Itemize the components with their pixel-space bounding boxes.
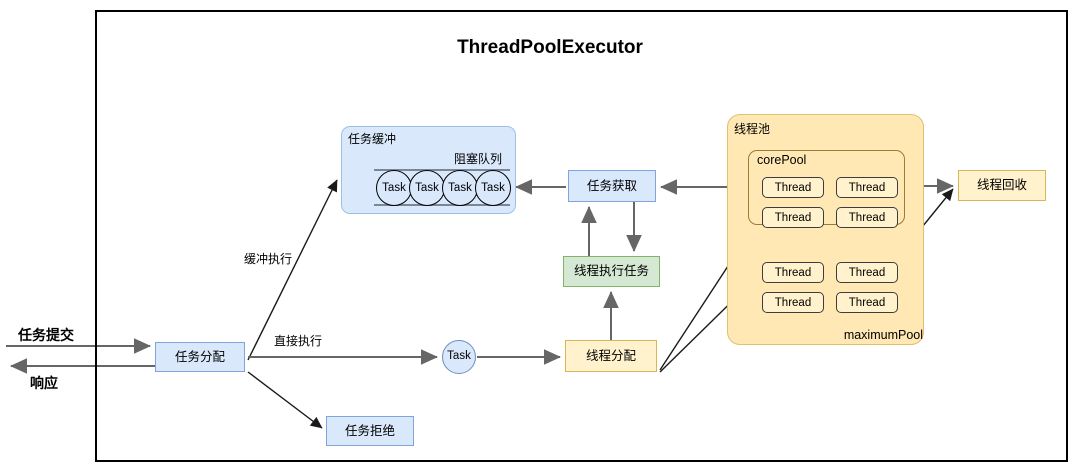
- node-task-reject: 任务拒绝: [326, 416, 414, 446]
- queue-task-1: Task: [409, 170, 445, 206]
- max-thread-0: Thread: [762, 262, 824, 283]
- queue-task-2: Task: [442, 170, 478, 206]
- label-response: 响应: [30, 375, 58, 391]
- core-thread-3: Thread: [836, 207, 898, 228]
- blocking-queue-title: 阻塞队列: [453, 152, 502, 167]
- edge-dispatch-to-buffer: [247, 179, 338, 361]
- node-task-dispatch: 任务分配: [155, 342, 245, 372]
- edge-dispatch-to-reject: [247, 371, 323, 429]
- node-thread-allocate: 线程分配: [565, 340, 657, 372]
- node-task-fetch: 任务获取: [568, 170, 656, 202]
- task-buffer-title: 任务缓冲: [348, 132, 397, 147]
- node-task-circle: Task: [442, 340, 476, 374]
- queue-task-3: Task: [475, 170, 511, 206]
- edge-label-buffer-exec: 缓冲执行: [244, 252, 293, 266]
- core-thread-1: Thread: [836, 177, 898, 198]
- label-task-submit: 任务提交: [18, 327, 74, 343]
- core-pool-title: corePool: [757, 152, 807, 167]
- core-thread-2: Thread: [762, 207, 824, 228]
- edge-label-direct-exec: 直接执行: [274, 334, 323, 348]
- max-thread-3: Thread: [836, 292, 898, 313]
- node-thread-execute: 线程执行任务: [563, 256, 660, 287]
- max-thread-1: Thread: [836, 262, 898, 283]
- queue-task-0: Task: [376, 170, 412, 206]
- queue-line-bottom: [374, 204, 510, 206]
- max-thread-2: Thread: [762, 292, 824, 313]
- thread-pool-title: 线程池: [734, 122, 771, 137]
- node-thread-recycle: 线程回收: [958, 170, 1046, 201]
- page-title: ThreadPoolExecutor: [457, 37, 643, 59]
- maximum-pool-title: maximumPool: [843, 327, 923, 342]
- queue-line-top: [374, 169, 510, 171]
- diagram-frame: [95, 10, 1068, 462]
- core-thread-0: Thread: [762, 177, 824, 198]
- core-pool-container: [748, 150, 905, 225]
